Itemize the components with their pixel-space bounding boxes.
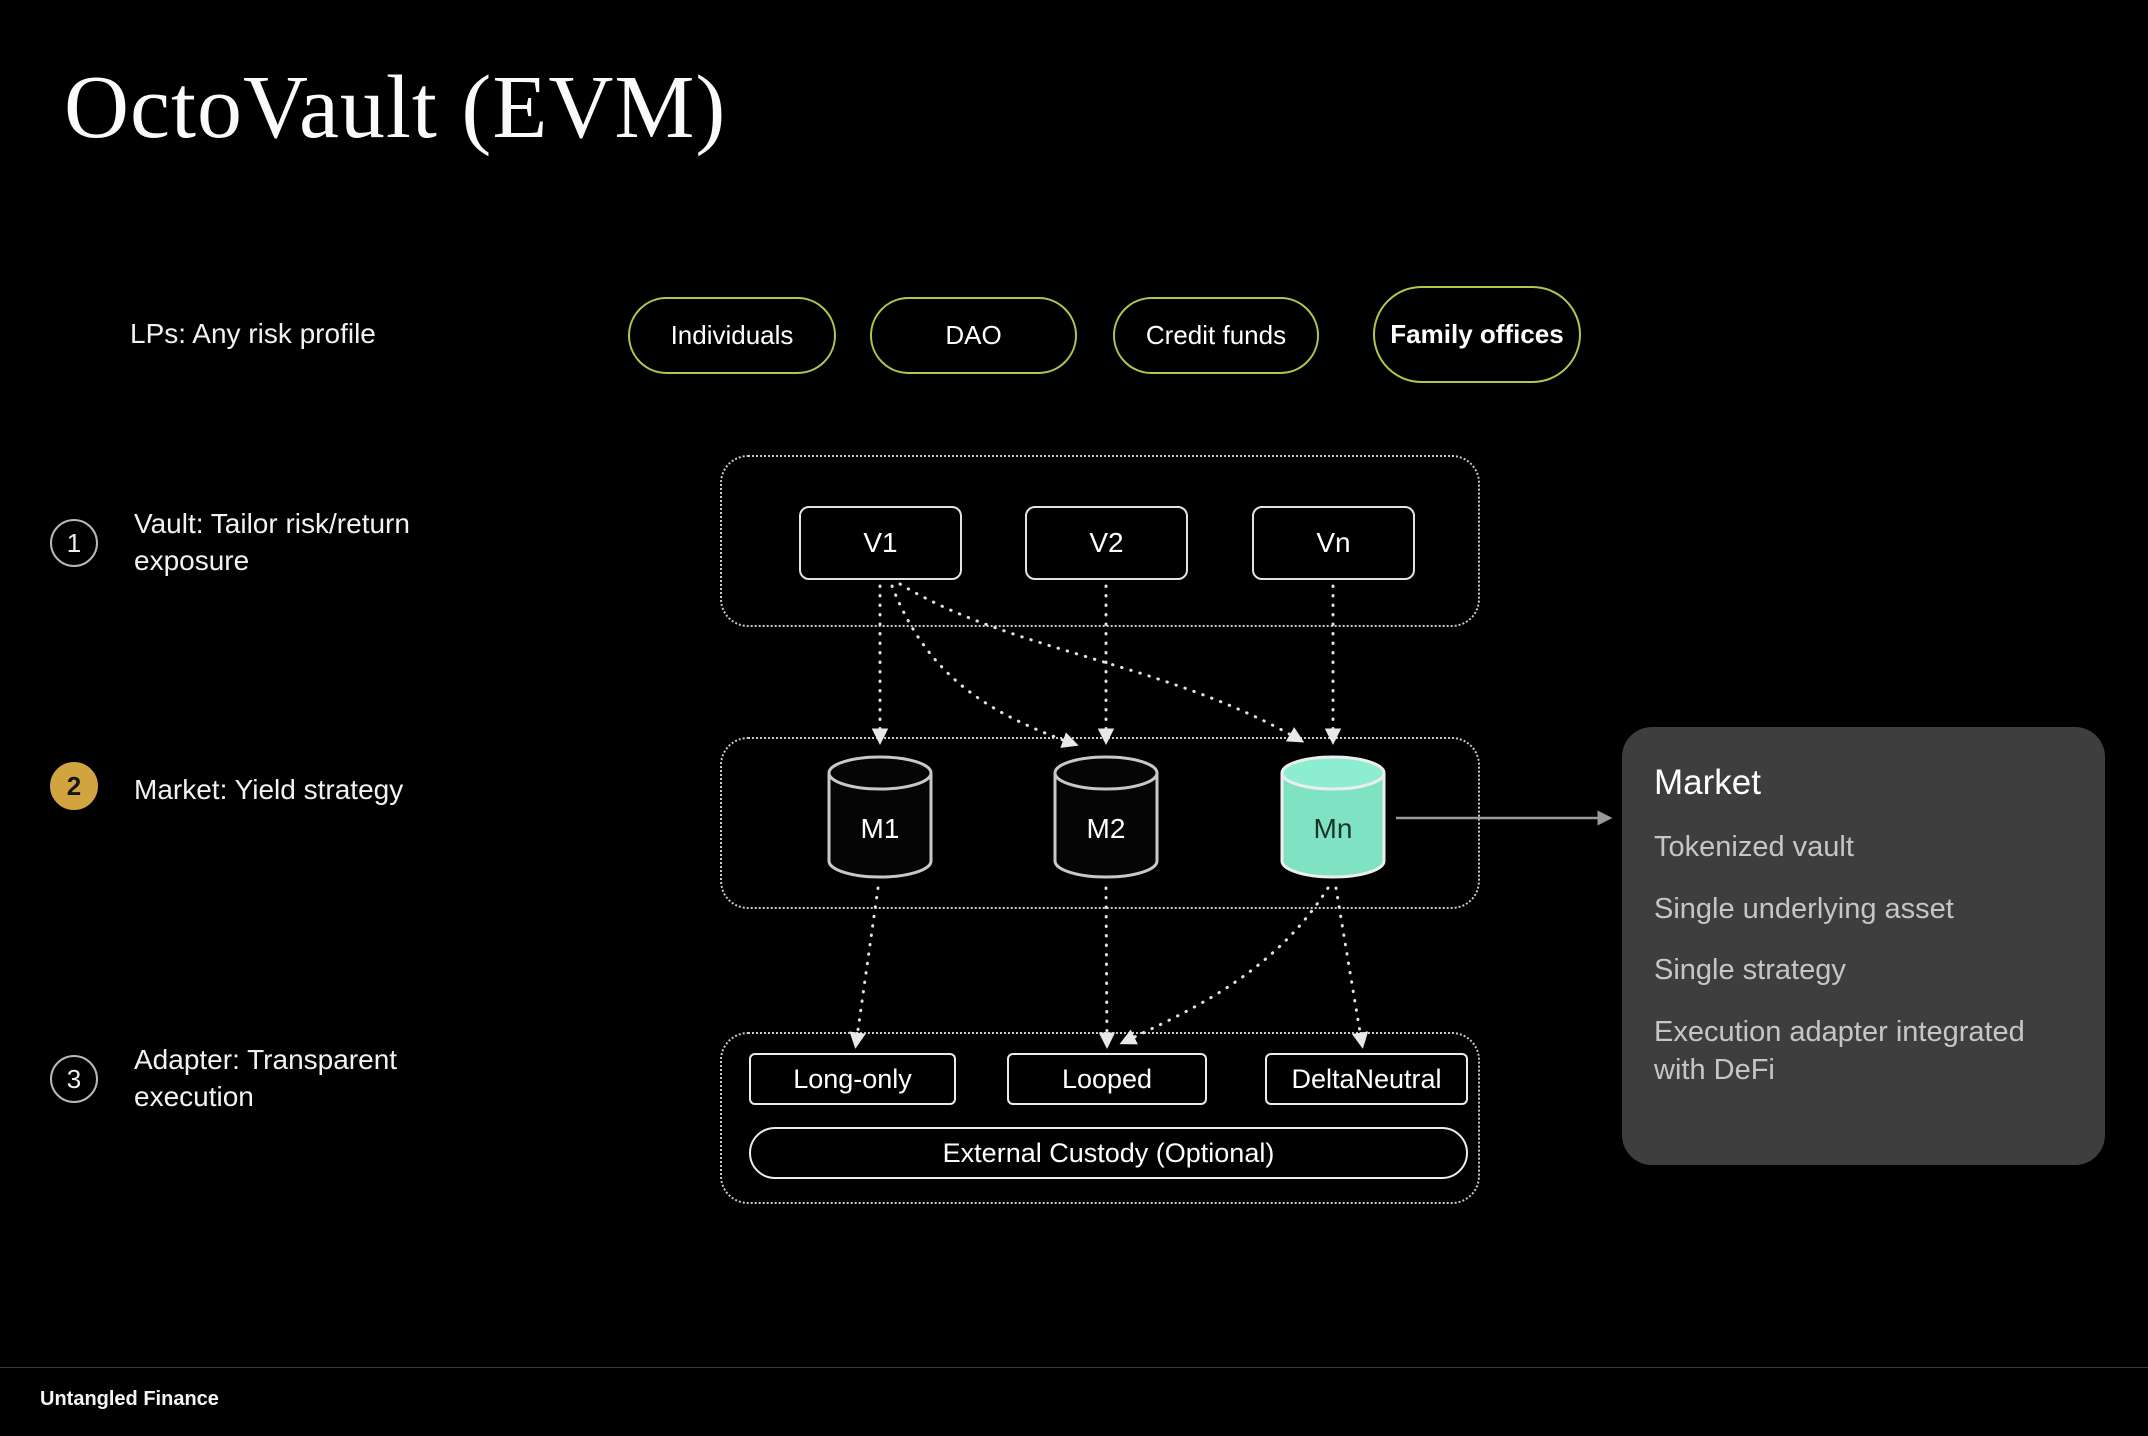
vault-node-v1: V1 [799, 506, 962, 580]
step-3-label: Adapter: Transparent execution [134, 1044, 398, 1112]
database-cylinder-icon [1053, 755, 1159, 879]
market-info-item-tokenized-vault: Tokenized vault [1654, 831, 1854, 863]
arrow-mn-delta [1334, 886, 1369, 1049]
arrow-m1-long [849, 886, 880, 1049]
market-info-item-single-strategy: Single strategy [1654, 954, 1846, 987]
vault-node-v2: V2 [1025, 506, 1188, 580]
market-cylinder-m1: M1 [821, 753, 939, 881]
market-cylinder-mn: Mn [1274, 753, 1392, 881]
external-custody-pill: External Custody (Optional) [749, 1127, 1468, 1179]
step-2-label: Market: Yield strategy [134, 774, 404, 805]
database-cylinder-icon [827, 755, 933, 879]
footer-brand: Untangled Finance [40, 1388, 219, 1410]
market-cylinder-mn-label: Mn [1313, 813, 1353, 844]
market-cylinder-m2: M2 [1047, 753, 1165, 881]
database-cylinder-icon [1280, 755, 1386, 879]
arrow-mn-looped-curve [1119, 886, 1330, 1045]
step-2-badge: 2 [50, 762, 98, 810]
lp-pill-individuals: Individuals [628, 297, 836, 374]
adapter-node-deltaneutral: DeltaNeutral [1265, 1053, 1468, 1105]
step-1-badge: 1 [50, 519, 98, 567]
lp-pill-family-offices: Family offices [1373, 286, 1581, 383]
market-info-item-single-asset: Single underlying asset [1654, 892, 1954, 925]
arrow-m2-looped [1098, 886, 1116, 1049]
market-info-panel: Market Tokenized vault Single underlying… [1622, 727, 2105, 1165]
market-info-item-execution-adapter: Execution adapter integrated with DeFi [1654, 1016, 2025, 1086]
lp-pill-dao: DAO [870, 297, 1077, 374]
lp-pill-credit-funds: Credit funds [1113, 297, 1319, 374]
adapter-node-looped: Looped [1007, 1053, 1207, 1105]
step-1-label: Vault: Tailor risk/return exposure [134, 508, 410, 576]
lps-label: LPs: Any risk profile [130, 318, 376, 349]
market-info-panel-title: Market [1654, 763, 1761, 802]
market-cylinder-m2-label: M2 [1086, 813, 1126, 844]
market-cylinder-m1-label: M1 [860, 813, 900, 844]
footer-divider [0, 1367, 2148, 1368]
vault-node-vn: Vn [1252, 506, 1415, 580]
adapter-node-long-only: Long-only [749, 1053, 956, 1105]
page-title: OctoVault (EVM) [64, 58, 727, 157]
step-3-badge: 3 [50, 1055, 98, 1103]
